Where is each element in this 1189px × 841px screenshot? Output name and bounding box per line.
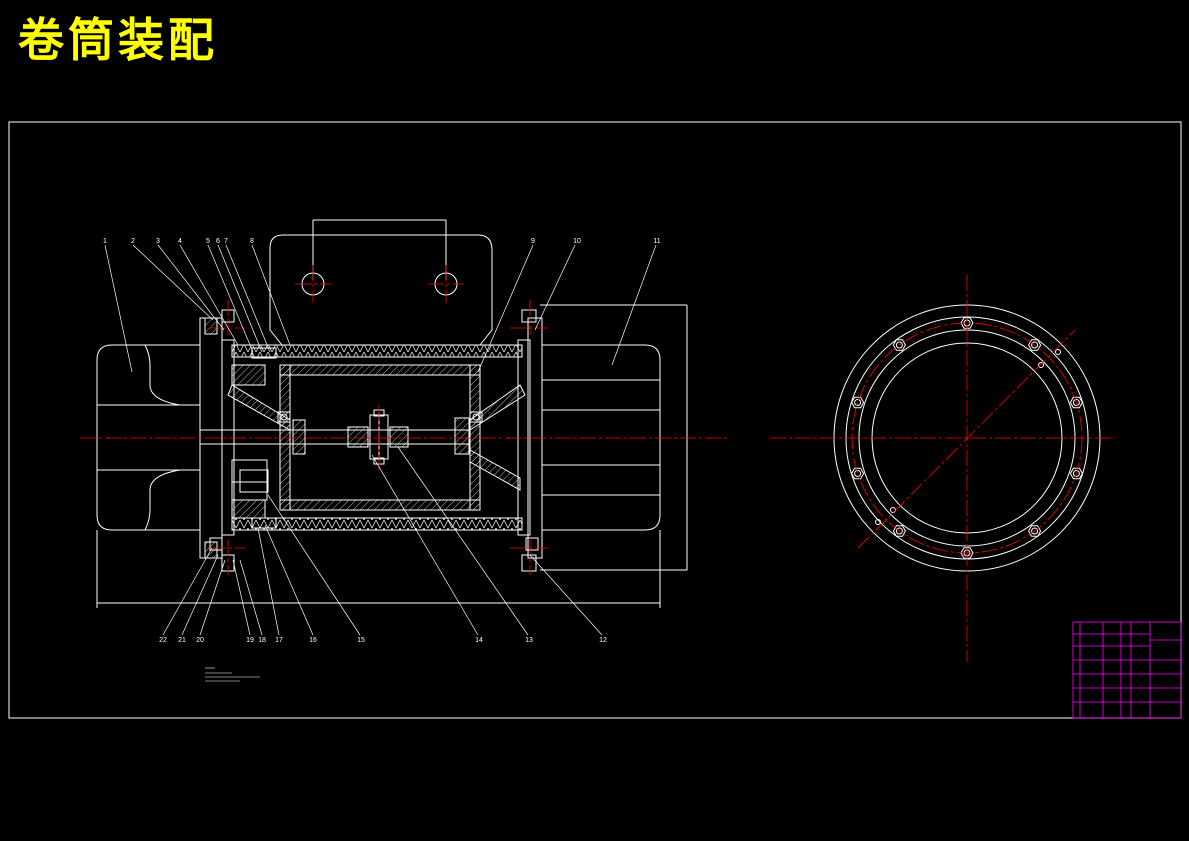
callout-9: 9 [531, 238, 535, 245]
bolt-core-2 [1031, 341, 1039, 349]
callout-16: 16 [309, 637, 317, 644]
leader-lines [104, 244, 657, 636]
callout-labels: 1 2 3 4 5 6 7 8 9 10 11 12 13 14 15 16 1… [103, 238, 661, 644]
drawing-frame [8, 121, 1182, 719]
bolt-head-5 [1028, 525, 1042, 537]
callout-11: 11 [653, 238, 660, 245]
bolt-core-4 [1072, 470, 1080, 477]
left-motor-housing [96, 344, 200, 531]
bolt-head-2 [1028, 339, 1042, 351]
drawing-title: 卷筒装配 [18, 13, 218, 67]
bolt-core-8 [854, 470, 862, 477]
callout-13: 13 [525, 637, 533, 644]
callout-19: 19 [246, 637, 254, 644]
callout-18: 18 [258, 637, 266, 644]
bolt-core-3 [1072, 399, 1080, 406]
end-view-centerlines [770, 275, 1115, 662]
callout-7: 7 [224, 238, 228, 245]
callout-4: 4 [178, 238, 182, 245]
bolt-head-10 [892, 339, 906, 351]
callout-6: 6 [216, 238, 220, 245]
callout-3: 3 [156, 238, 160, 245]
bolt-core-10 [895, 341, 903, 349]
callout-21: 21 [178, 637, 186, 644]
callout-17: 17 [275, 637, 283, 644]
callout-22: 22 [159, 637, 167, 644]
bolt-core-7 [895, 527, 903, 535]
section-centerlines [80, 265, 730, 575]
callout-5: 5 [206, 238, 210, 245]
callout-12: 12 [599, 637, 607, 644]
right-motor-housing [540, 344, 661, 531]
mounting-bracket [269, 234, 493, 346]
callout-1: 1 [103, 238, 107, 245]
callout-8: 8 [250, 238, 254, 245]
inner-cylinder [279, 364, 481, 511]
bolt-head-7 [892, 525, 906, 537]
callout-2: 2 [131, 238, 135, 245]
bolt-core-5 [1031, 527, 1039, 535]
section-view [96, 219, 688, 608]
bolt-core-9 [854, 399, 862, 406]
callout-15: 15 [357, 637, 365, 644]
technical-notes [205, 667, 260, 682]
callout-14: 14 [475, 637, 483, 644]
callout-10: 10 [573, 238, 581, 245]
callout-20: 20 [196, 637, 204, 644]
bolt-head-8 [851, 467, 865, 480]
shaft-coupling [347, 426, 369, 448]
bolt-head-9 [851, 396, 865, 409]
bolt-head-3 [1069, 396, 1083, 409]
title-block [1072, 621, 1182, 719]
bolt-head-4 [1069, 467, 1083, 480]
drive-shaft [199, 429, 471, 445]
